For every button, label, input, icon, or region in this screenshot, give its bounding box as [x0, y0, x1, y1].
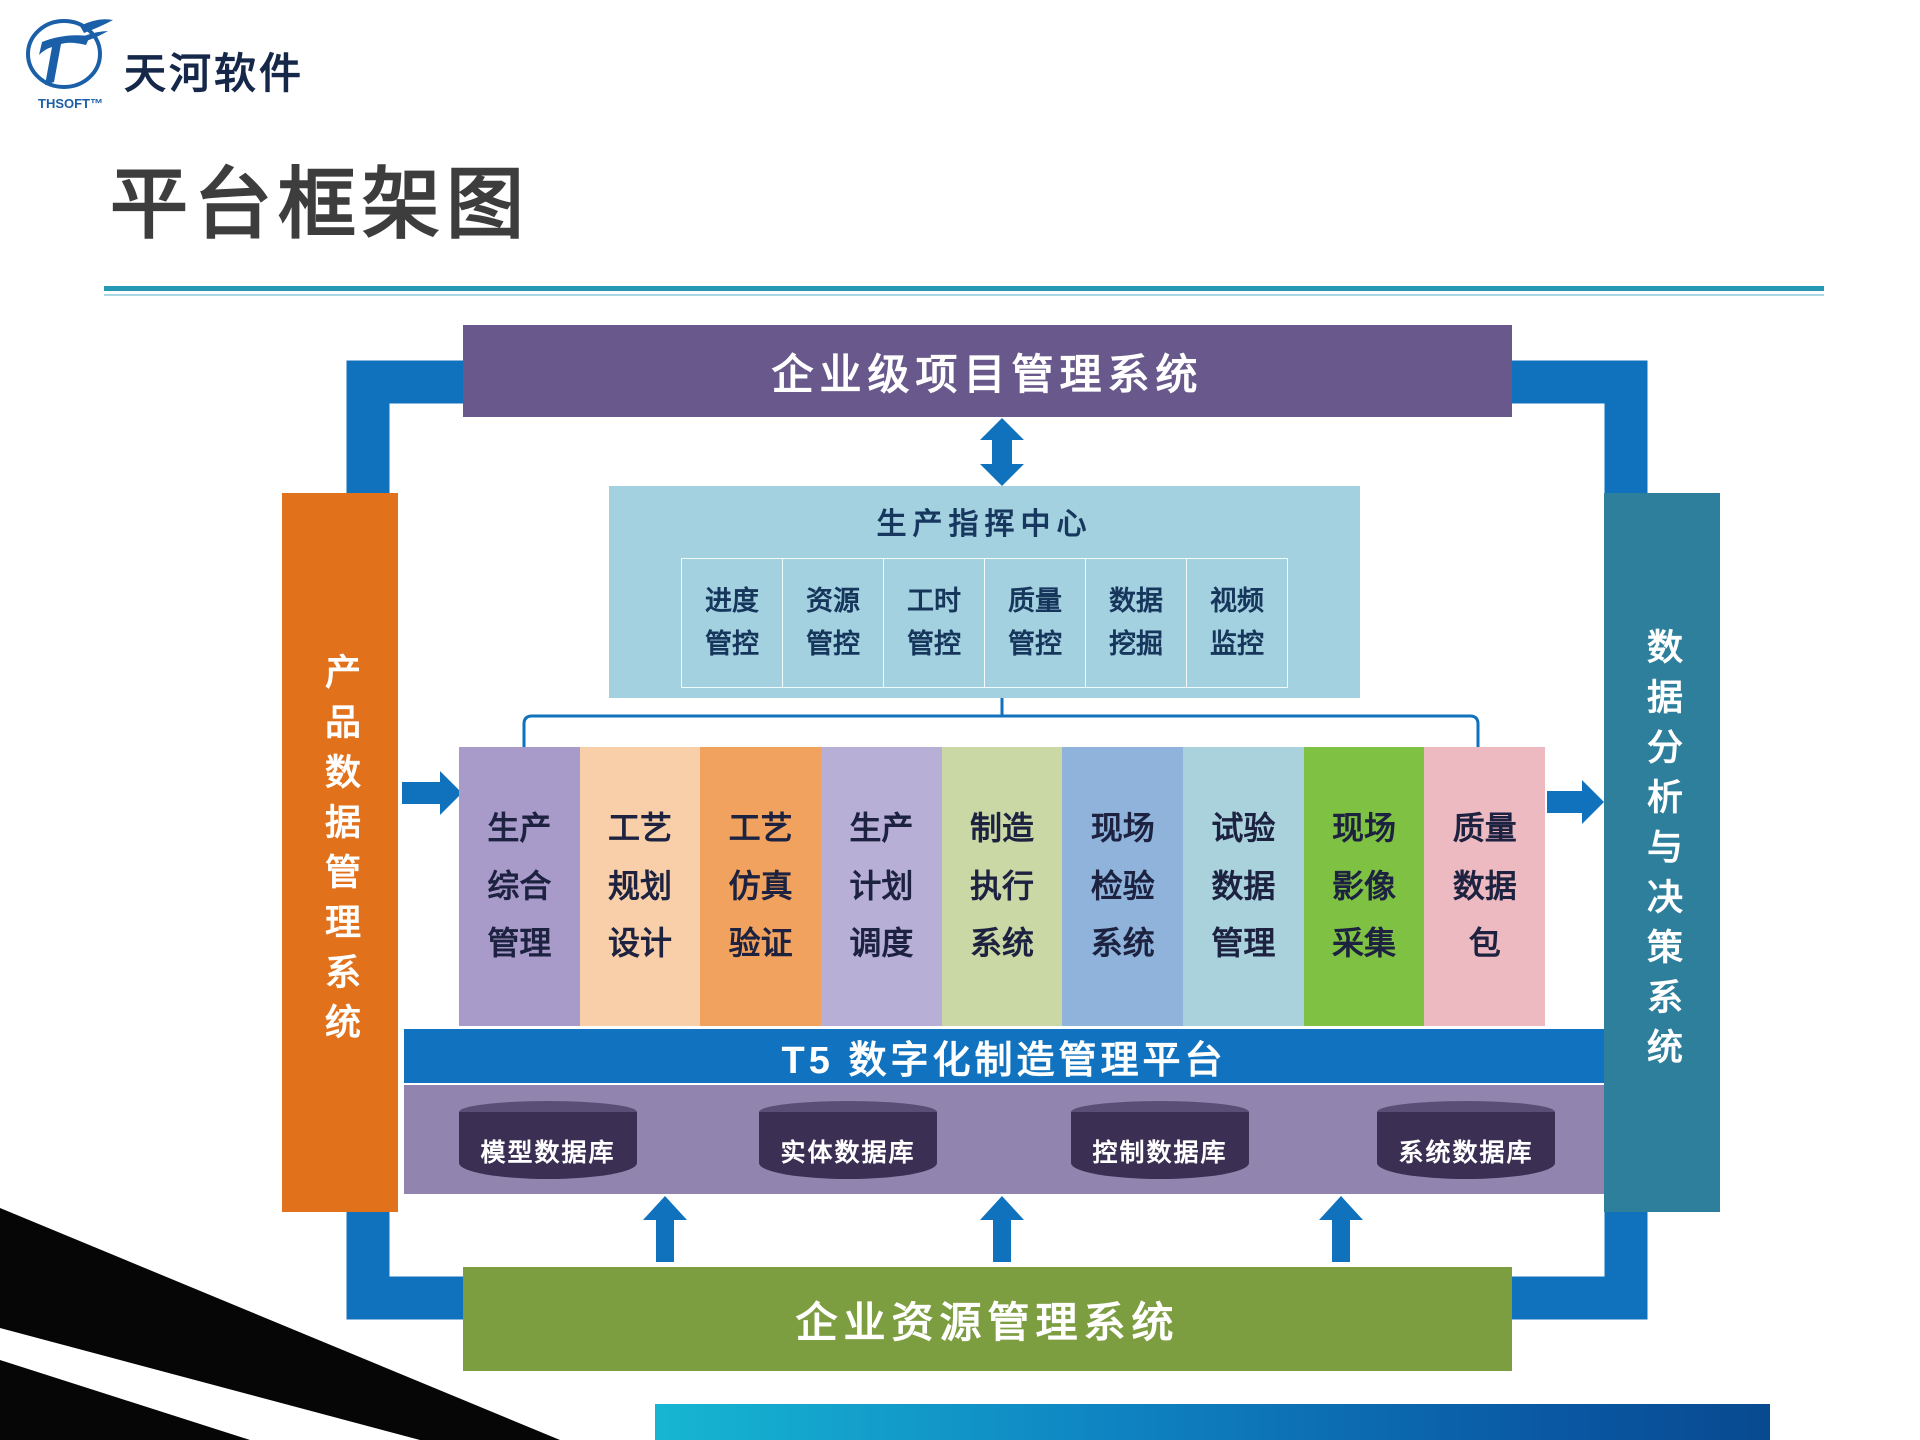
- module-line: 规划: [608, 867, 673, 904]
- command-cell: 工时 管控: [883, 558, 985, 688]
- module-columns: 生产 综合 管理 工艺 规划 设计 工艺 仿真 验证 生产 计划 调度 制造 执…: [459, 747, 1546, 1026]
- module-quality-data-package: 质量 数据 包: [1424, 747, 1546, 1026]
- black-corner-decoration: [0, 1208, 560, 1440]
- black-wedge-lower: [0, 1360, 250, 1440]
- black-wedge-upper: [0, 1208, 560, 1440]
- module-line: 数据: [1452, 867, 1517, 904]
- module-line: 生产: [487, 810, 552, 847]
- module-line: 管理: [487, 925, 552, 962]
- cell-line: 数据: [1109, 585, 1163, 616]
- module-line: 采集: [1332, 925, 1397, 962]
- right-right-arrow: [1547, 780, 1604, 824]
- cell-line: 管控: [907, 629, 961, 659]
- database-label: 实体数据库: [780, 1138, 916, 1167]
- module-line: 数据: [1211, 867, 1276, 904]
- module-production-management: 生产 综合 管理: [459, 747, 580, 1026]
- module-site-inspection: 现场 检验 系统: [1062, 747, 1184, 1026]
- cylinder-body: 实体数据库: [759, 1112, 937, 1179]
- cylinder-body: 系统数据库: [1377, 1112, 1555, 1179]
- cell-line: 管控: [1008, 629, 1062, 659]
- module-manufacturing-execution: 制造 执行 系统: [941, 747, 1063, 1026]
- database-label: 模型数据库: [480, 1138, 616, 1167]
- right-system-label: 数据分析与决策系统: [1642, 627, 1683, 1078]
- module-line: 制造: [970, 810, 1035, 847]
- cell-line: 质量: [1008, 585, 1062, 616]
- cell-line: 管控: [806, 629, 860, 659]
- platform-label: T5 数字化制造管理平台: [781, 1039, 1227, 1082]
- database-cylinder-system: 系统数据库: [1377, 1101, 1555, 1179]
- module-line: 综合: [487, 867, 552, 904]
- module-line: 影像: [1332, 867, 1397, 904]
- platform-bar: T5 数字化制造管理平台: [404, 1029, 1604, 1083]
- cylinder-body: 模型数据库: [459, 1112, 637, 1179]
- top-system-label: 企业级项目管理系统: [771, 350, 1204, 398]
- module-process-planning: 工艺 规划 设计: [579, 747, 701, 1026]
- left-system-label: 产品数据管理系统: [320, 652, 361, 1053]
- database-cylinder-control: 控制数据库: [1071, 1101, 1249, 1179]
- command-center-panel: 生产指挥中心 进度 管控 资源 管控 工时 管控 质量 管控 数据 挖掘: [609, 486, 1360, 698]
- title-divider: [104, 286, 1824, 296]
- double-headed-arrow: [980, 418, 1024, 486]
- command-cell: 视频 监控: [1186, 558, 1288, 688]
- cell-line: 资源: [806, 585, 860, 616]
- module-line: 设计: [608, 925, 673, 962]
- cell-line: 工时: [907, 585, 961, 616]
- module-line: 试验: [1211, 810, 1276, 847]
- command-cell: 资源 管控: [782, 558, 884, 688]
- database-cylinder-entity: 实体数据库: [759, 1101, 937, 1179]
- database-cylinder-model: 模型数据库: [459, 1101, 637, 1179]
- cell-line: 进度: [705, 585, 759, 616]
- module-line: 管理: [1211, 925, 1276, 962]
- module-line: 工艺: [728, 810, 793, 847]
- module-line: 包: [1468, 925, 1501, 962]
- cell-line: 管控: [705, 629, 759, 659]
- module-line: 检验: [1090, 867, 1155, 904]
- thsoft-wordmark: THSOFT™: [38, 96, 103, 111]
- cell-line: 监控: [1210, 629, 1264, 659]
- up-arrow-3: [1319, 1196, 1363, 1262]
- module-line: 生产: [849, 810, 914, 847]
- command-cell: 质量 管控: [984, 558, 1086, 688]
- command-cell: 进度 管控: [681, 558, 783, 688]
- company-logo: THSOFT™ 天河软件: [18, 10, 304, 114]
- module-process-simulation: 工艺 仿真 验证: [700, 747, 822, 1026]
- module-site-imaging: 现场 影像 采集: [1303, 747, 1425, 1026]
- module-line: 执行: [970, 867, 1035, 904]
- bracket-line: [522, 714, 1480, 747]
- module-test-data-management: 试验 数据 管理: [1183, 747, 1304, 1026]
- module-production-scheduling: 生产 计划 调度: [821, 747, 942, 1026]
- brand-name: 天河软件: [124, 50, 305, 97]
- module-line: 仿真: [728, 867, 793, 904]
- module-line: 质量: [1452, 810, 1517, 847]
- bottom-system-label: 企业资源管理系统: [795, 1298, 1180, 1346]
- divider-thin-line: [104, 294, 1824, 296]
- module-line: 调度: [849, 925, 914, 962]
- module-line: 现场: [1332, 810, 1397, 847]
- cell-line: 视频: [1210, 585, 1264, 616]
- module-line: 现场: [1090, 810, 1155, 847]
- thsoft-logo-icon: THSOFT™: [26, 19, 113, 111]
- database-label: 控制数据库: [1092, 1138, 1228, 1167]
- command-cell: 数据 挖掘: [1085, 558, 1187, 688]
- bottom-system-bar: 企业资源管理系统: [463, 1267, 1512, 1371]
- right-system-bar: 数据分析与决策系统: [1604, 493, 1720, 1212]
- command-center-title: 生产指挥中心: [876, 508, 1093, 541]
- up-arrow-2: [980, 1196, 1024, 1262]
- module-line: 验证: [728, 925, 793, 962]
- module-line: 计划: [849, 867, 914, 904]
- left-system-bar: 产品数据管理系统: [282, 493, 398, 1212]
- cylinder-body: 控制数据库: [1071, 1112, 1249, 1179]
- cell-line: 挖掘: [1109, 629, 1163, 659]
- left-right-arrow: [402, 771, 462, 815]
- command-center-cells: 进度 管控 资源 管控 工时 管控 质量 管控 数据 挖掘 视频 监控: [609, 558, 1360, 688]
- top-system-bar: 企业级项目管理系统: [463, 325, 1512, 417]
- database-bar: 模型数据库 实体数据库 控制数据库 系统数据库: [404, 1085, 1604, 1194]
- module-line: 工艺: [608, 810, 673, 847]
- gradient-bar-decoration: [655, 1404, 1770, 1440]
- page-title: 平台框架图: [110, 160, 531, 248]
- module-line: 系统: [1090, 925, 1155, 962]
- database-label: 系统数据库: [1398, 1138, 1534, 1167]
- module-line: 系统: [970, 925, 1035, 962]
- divider-thick-line: [104, 286, 1824, 291]
